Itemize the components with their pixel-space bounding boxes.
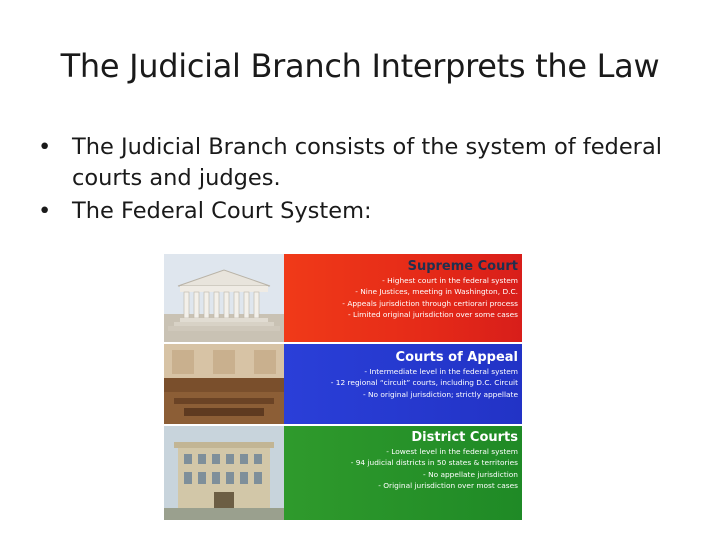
bullet-item: • The Judicial Branch consists of the sy… bbox=[38, 132, 698, 194]
bullet-icon: • bbox=[38, 134, 52, 160]
courts-of-appeal-line: - Intermediate level in the federal syst… bbox=[364, 367, 518, 376]
courts-of-appeal-heading: Courts of Appeal bbox=[395, 350, 518, 365]
district-courts-band: District Courts - Lowest level in the fe… bbox=[284, 426, 522, 520]
bullet-item: • The Federal Court System: bbox=[38, 196, 698, 227]
supreme-court-line: - Limited original jurisdiction over som… bbox=[347, 310, 518, 320]
bullet-text: The Federal Court System: bbox=[72, 198, 372, 224]
supreme-court-line: - Appeals jurisdiction through certiorar… bbox=[342, 298, 518, 308]
courtroom-interior-icon bbox=[164, 344, 284, 424]
district-courts-line: - No appellate jurisdiction bbox=[423, 469, 518, 479]
supreme-court-building-icon bbox=[164, 254, 284, 342]
slide-title: The Judicial Branch Interprets the Law bbox=[60, 47, 660, 85]
district-courts-heading: District Courts bbox=[411, 430, 518, 445]
courts-of-appeal-line: - No original jurisdiction; strictly app… bbox=[363, 389, 518, 399]
supreme-court-heading: Supreme Court bbox=[407, 259, 518, 274]
supreme-court-line: - Highest court in the federal system bbox=[382, 276, 518, 285]
district-court-photo bbox=[164, 426, 284, 520]
district-courts-line: - Original jurisdiction over most cases bbox=[378, 481, 518, 491]
district-courthouse-icon bbox=[164, 426, 284, 520]
bullet-list: • The Judicial Branch consists of the sy… bbox=[38, 132, 698, 229]
courtroom-photo bbox=[164, 344, 284, 424]
courts-of-appeal-band: Courts of Appeal - Intermediate level in… bbox=[284, 344, 522, 424]
district-courts-line: - Lowest level in the federal system bbox=[386, 447, 518, 456]
supreme-court-band: Supreme Court - Highest court in the fed… bbox=[284, 254, 522, 342]
district-courts-line: - 94 judicial districts in 50 states & t… bbox=[350, 458, 518, 468]
court-system-figure: Supreme Court - Highest court in the fed… bbox=[164, 254, 522, 520]
bullet-text: The Judicial Branch consists of the syst… bbox=[72, 134, 662, 191]
supreme-court-line: - Nine Justices, meeting in Washington, … bbox=[355, 287, 518, 297]
courts-of-appeal-line: - 12 regional “circuit” courts, includin… bbox=[330, 378, 518, 388]
bullet-icon: • bbox=[38, 198, 52, 224]
supreme-court-photo bbox=[164, 254, 284, 342]
